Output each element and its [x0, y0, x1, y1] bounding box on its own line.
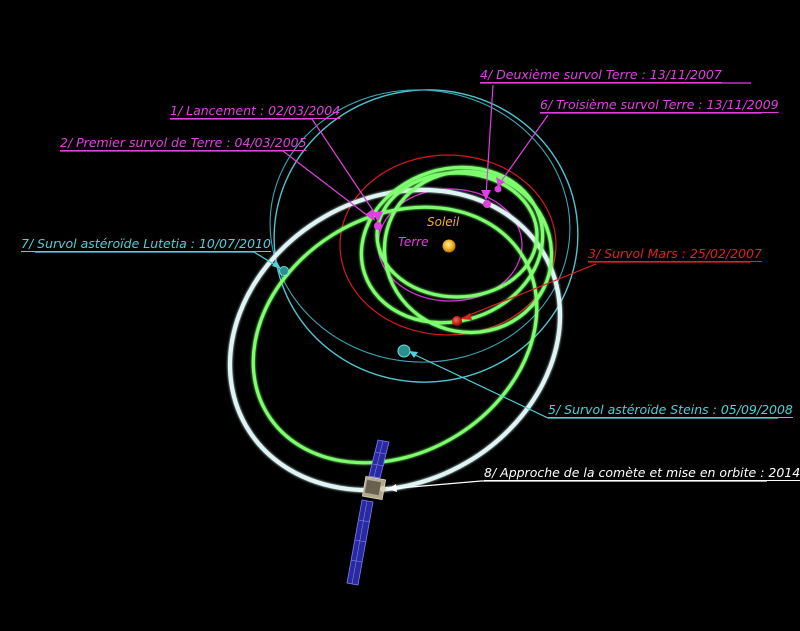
label-earth: Terre: [398, 235, 428, 249]
label-lutetia-flyby: 7/ Survol astéroïde Lutetia : 10/07/2010: [21, 236, 271, 251]
rosetta-trajectory: [251, 165, 554, 465]
earth-marker-flyby-3: [494, 185, 502, 193]
label-comet-approach: 8/ Approche de la comète et mise en orbi…: [484, 465, 800, 480]
outer-orbit-2: [269, 89, 571, 363]
comet-orbit: [227, 187, 563, 493]
label-earth-flyby-2: 4/ Deuxième survol Terre : 13/11/2007: [480, 67, 722, 82]
steins-asteroid-icon: [397, 344, 411, 358]
rosetta-spacecraft-icon: [346, 439, 390, 586]
earth-marker-launch: [374, 222, 382, 230]
label-sun: Soleil: [427, 215, 460, 229]
mars-icon: [452, 316, 462, 326]
label-mars-flyby: 3/ Survol Mars : 25/02/2007: [588, 246, 762, 261]
leader-arrows: [35, 82, 778, 490]
label-earth-flyby-1: 2/ Premier survol de Terre : 04/03/2005: [60, 135, 307, 150]
label-steins-flyby: 5/ Survol astéroïde Steins : 05/09/2008: [548, 402, 793, 417]
label-launch: 1/ Lancement : 02/03/2004: [170, 103, 340, 118]
sun-icon: [442, 239, 456, 253]
lutetia-asteroid-icon: [279, 266, 289, 276]
label-earth-flyby-3: 6/ Troisième survol Terre : 13/11/2009: [540, 97, 779, 112]
arrow-heads: [272, 177, 505, 492]
earth-marker-flyby-2: [483, 200, 491, 208]
mars-orbit: [339, 154, 557, 336]
